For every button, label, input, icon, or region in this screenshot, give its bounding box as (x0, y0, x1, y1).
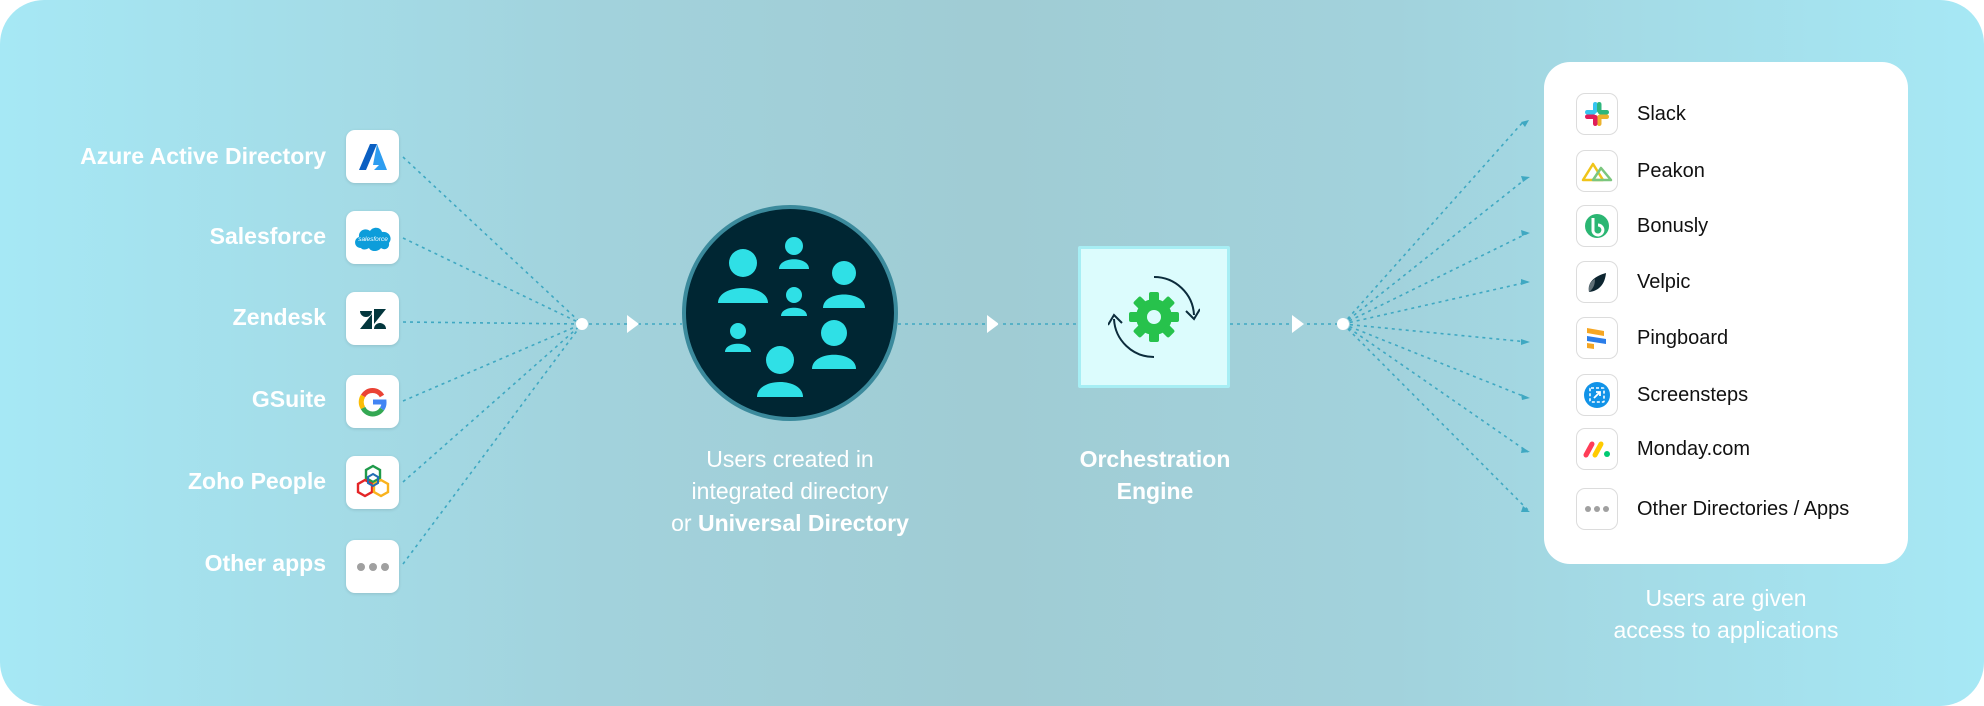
zendesk-icon (346, 292, 399, 345)
sync-gear-icon (1108, 275, 1200, 359)
salesforce-icon: salesforce (346, 211, 399, 264)
directory-caption-prefix: or (671, 510, 698, 536)
app-label-pingboard: Pingboard (1637, 326, 1729, 349)
source-label-zoho-people: Zoho People (188, 468, 326, 494)
more-dots-icon (346, 540, 399, 593)
app-label-monday: Monday.com (1637, 437, 1751, 460)
app-item-monday: Monday.com (1576, 427, 1750, 471)
universal-directory-label: Universal Directory (697, 510, 909, 536)
app-item-screensteps: Screensteps (1576, 373, 1748, 417)
salesforce-logo-text: salesforce (358, 236, 388, 243)
google-icon (346, 375, 399, 428)
apps-caption-line2: access to applications (1613, 617, 1839, 643)
apps-panel: Slack Peakon Bonusly (1544, 62, 1908, 564)
engine-caption-line2: Engine (1116, 478, 1194, 504)
monday-icon (1576, 428, 1618, 470)
apps-caption-line1: Users are given (1645, 585, 1807, 611)
users-group-icon (718, 237, 865, 397)
azure-icon (346, 130, 399, 183)
app-label-velpic: Velpic (1637, 270, 1691, 293)
velpic-icon (1576, 261, 1618, 303)
users-directory-circle (682, 205, 898, 421)
app-label-screensteps: Screensteps (1637, 383, 1749, 406)
source-label-salesforce: Salesforce (209, 223, 326, 249)
app-label-slack: Slack (1637, 102, 1686, 125)
engine-caption: Orchestration Engine (1040, 443, 1270, 507)
screensteps-icon (1576, 374, 1618, 416)
peakon-icon (1576, 150, 1618, 192)
directory-caption-line1: Users created in (706, 446, 874, 472)
app-item-peakon: Peakon (1576, 149, 1705, 193)
source-label-zendesk: Zendesk (232, 304, 326, 330)
engine-caption-line1: Orchestration (1079, 446, 1231, 472)
source-label-gsuite: GSuite (251, 386, 326, 412)
app-item-slack: Slack (1576, 92, 1686, 136)
app-item-other: Other Directories / Apps (1576, 487, 1849, 531)
app-label-other: Other Directories / Apps (1637, 497, 1850, 520)
directory-caption-line2: integrated directory (691, 478, 889, 504)
directory-caption: Users created in integrated directory or… (640, 443, 940, 539)
more-dots-icon (1576, 488, 1618, 530)
app-item-pingboard: Pingboard (1576, 316, 1728, 360)
app-label-bonusly: Bonusly (1637, 214, 1709, 237)
directory-caption-line3: or Universal Directory (640, 507, 940, 539)
apps-caption: Users are given access to applications (1545, 582, 1907, 646)
source-label-other-apps: Other apps (204, 550, 326, 576)
slack-icon (1576, 93, 1618, 135)
app-label-peakon: Peakon (1637, 159, 1705, 182)
bonusly-icon (1576, 205, 1618, 247)
zoho-people-icon (346, 456, 399, 509)
pingboard-icon (1576, 317, 1618, 359)
app-item-velpic: Velpic (1576, 260, 1690, 304)
source-label-azure: Azure Active Directory (80, 143, 326, 169)
orchestration-engine-box (1078, 246, 1230, 388)
app-item-bonusly: Bonusly (1576, 204, 1708, 248)
